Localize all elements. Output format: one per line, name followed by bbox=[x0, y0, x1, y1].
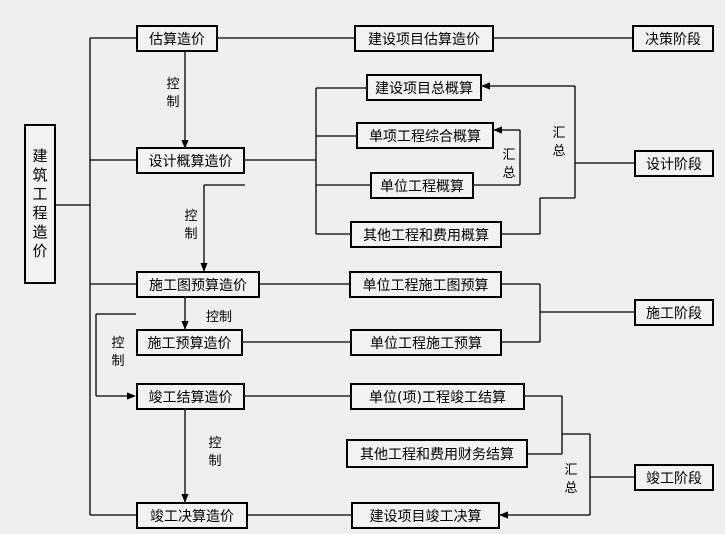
control-label-drawing: 控制 bbox=[206, 310, 233, 325]
summary-label-completion: 汇总 bbox=[564, 463, 578, 496]
estimate-cost-box: 估算造价 bbox=[136, 25, 218, 52]
project-total-budget-box: 建设项目总概算 bbox=[366, 74, 482, 101]
unit-construction-budget-box: 单位工程施工预算 bbox=[350, 329, 502, 356]
root-char: 筑 bbox=[32, 166, 48, 184]
construction-stage-box: 施工阶段 bbox=[634, 299, 714, 326]
unit-drawing-budget-box: 单位工程施工图预算 bbox=[349, 271, 502, 298]
root-box: 建筑工程造价 bbox=[24, 124, 56, 284]
completion-settlement-box: 竣工结算造价 bbox=[136, 383, 245, 410]
summary-label-single-item: 汇总 bbox=[502, 148, 516, 181]
control-label-estimate: 控制 bbox=[166, 77, 180, 110]
construction-drawing-budget-box: 施工图预算造价 bbox=[136, 271, 260, 298]
root-char: 程 bbox=[32, 204, 48, 222]
control-label-design: 控制 bbox=[184, 209, 198, 242]
design-stage-box: 设计阶段 bbox=[634, 150, 714, 177]
root-char: 价 bbox=[32, 242, 48, 260]
other-budget-box: 其他工程和费用概算 bbox=[350, 221, 502, 248]
control-label-settlement: 控制 bbox=[208, 436, 222, 469]
project-estimate-box: 建设项目估算造价 bbox=[354, 25, 494, 52]
root-char: 建 bbox=[32, 147, 48, 165]
root-char: 工 bbox=[32, 185, 48, 203]
unit-completion-settlement-box: 单位(项)工程竣工结算 bbox=[350, 383, 525, 410]
completion-stage-box: 竣工阶段 bbox=[634, 464, 714, 491]
design-budget-cost-box: 设计概算造价 bbox=[136, 147, 245, 174]
construction-budget-box: 施工预算造价 bbox=[136, 329, 243, 356]
project-final-account-box: 建设项目竣工决算 bbox=[351, 502, 500, 529]
unit-budget-box: 单位工程概算 bbox=[370, 172, 474, 199]
other-financial-settlement-box: 其他工程和费用财务结算 bbox=[346, 439, 528, 468]
decision-stage-box: 决策阶段 bbox=[632, 25, 714, 52]
root-char: 造 bbox=[32, 223, 48, 241]
summary-label-total: 汇总 bbox=[552, 126, 566, 159]
completion-final-account-box: 竣工决算造价 bbox=[136, 502, 248, 529]
single-item-budget-box: 单项工程综合概算 bbox=[356, 122, 494, 149]
control-label-settlement-left: 控制 bbox=[111, 336, 125, 369]
